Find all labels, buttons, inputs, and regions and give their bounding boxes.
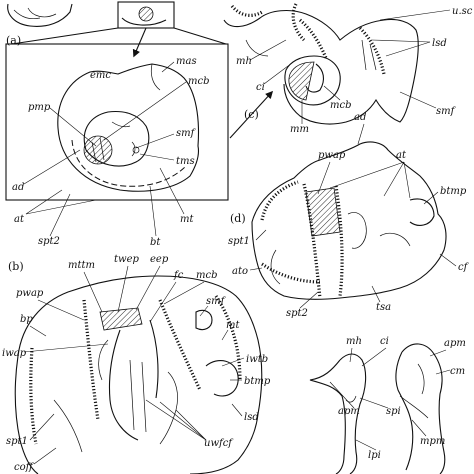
panel-c: mh ci mm mcb lsd smf u.sc (c) bbox=[223, 3, 473, 135]
label-apm-r: apm bbox=[444, 338, 466, 349]
label-iwap: iwap bbox=[2, 348, 27, 359]
label-pwap-b: pwap bbox=[16, 288, 44, 299]
label-mcb-c: mcb bbox=[330, 100, 351, 111]
label-cm: cm bbox=[450, 366, 465, 377]
label-mh-c: mh bbox=[236, 56, 252, 67]
label-smf-a: smf bbox=[176, 128, 197, 139]
hatched-core-d bbox=[305, 187, 341, 237]
label-usc: u.sc bbox=[452, 6, 473, 17]
label-ad-a: ad bbox=[12, 182, 24, 193]
label-mttm: mttm bbox=[68, 260, 95, 271]
panel-e: mh ci apm spi lpi apm cm mpm bbox=[309, 336, 466, 474]
label-cf: cf bbox=[458, 262, 470, 273]
label-pwap-d: pwap bbox=[318, 150, 346, 161]
label-btmp-d: btmp bbox=[440, 186, 467, 197]
label-mcb-a: mcb bbox=[188, 76, 209, 87]
inset-box-a bbox=[5, 43, 229, 201]
panel-label-d: (d) bbox=[230, 212, 246, 225]
label-at-d: at bbox=[396, 150, 407, 161]
label-ci-e: ci bbox=[380, 336, 389, 347]
label-spt2-a: spt2 bbox=[38, 236, 60, 247]
panel-label-a: (a) bbox=[6, 34, 21, 47]
panel-d: ad pwap at btmp spt1 ato spt2 tsa cf (d) bbox=[228, 112, 470, 319]
label-mt-b: mt bbox=[226, 320, 240, 331]
label-smf-c: smf bbox=[436, 106, 457, 117]
label-lsd-c: lsd bbox=[432, 38, 447, 49]
label-smf-b: smf bbox=[206, 296, 227, 307]
hatched-core-top bbox=[138, 6, 154, 22]
label-apm-l: apm bbox=[338, 406, 360, 417]
label-uwfcf: uwfcf bbox=[204, 438, 234, 449]
label-ad-d: ad bbox=[354, 112, 366, 123]
label-spt1-d: spt1 bbox=[228, 236, 250, 247]
label-at-a: at bbox=[14, 214, 25, 225]
label-mpm: mpm bbox=[420, 436, 445, 447]
panel-b: mttm twep eep fc mcb pwap bp iwap smf mt… bbox=[2, 254, 271, 474]
label-mas: mas bbox=[176, 56, 197, 67]
label-ato: ato bbox=[232, 266, 248, 277]
label-iwtb: iwtb bbox=[246, 354, 268, 365]
label-ci-c: ci bbox=[256, 82, 265, 93]
label-twep: twep bbox=[114, 254, 139, 265]
label-spt2-d: spt2 bbox=[286, 308, 308, 319]
label-emc: emc bbox=[90, 70, 111, 81]
label-spi: spi bbox=[386, 406, 401, 417]
panel-label-c: (c) bbox=[244, 108, 259, 121]
label-tms: tms bbox=[176, 156, 195, 167]
label-lpi: lpi bbox=[368, 450, 381, 461]
label-eep: eep bbox=[150, 254, 169, 265]
label-tsa: tsa bbox=[376, 302, 391, 313]
label-mt-a: mt bbox=[180, 214, 194, 225]
label-mh-e: mh bbox=[346, 336, 362, 347]
label-lsd-b: lsd bbox=[244, 412, 259, 423]
arrow-a-to-c bbox=[229, 90, 274, 139]
panel-label-b: (b) bbox=[8, 260, 24, 273]
label-coff: coff bbox=[14, 462, 35, 473]
label-fc: fc bbox=[173, 270, 184, 281]
label-mcb-b: mcb bbox=[196, 270, 217, 281]
hatched-plate-b bbox=[99, 307, 143, 331]
label-bp: bp bbox=[20, 314, 33, 325]
hatched-core-c bbox=[288, 61, 315, 101]
label-mm: mm bbox=[290, 124, 309, 135]
label-spt1-b: spt1 bbox=[6, 436, 28, 447]
hatched-core-a bbox=[83, 135, 113, 165]
thumbnail-a: (a) bbox=[6, 1, 227, 58]
panel-a: emc mas mcb pmp smf tms ad mt at bt spt2 bbox=[5, 43, 229, 248]
label-pmp: pmp bbox=[28, 102, 51, 113]
label-bt: bt bbox=[150, 237, 161, 248]
label-btmp-b: btmp bbox=[244, 376, 271, 387]
